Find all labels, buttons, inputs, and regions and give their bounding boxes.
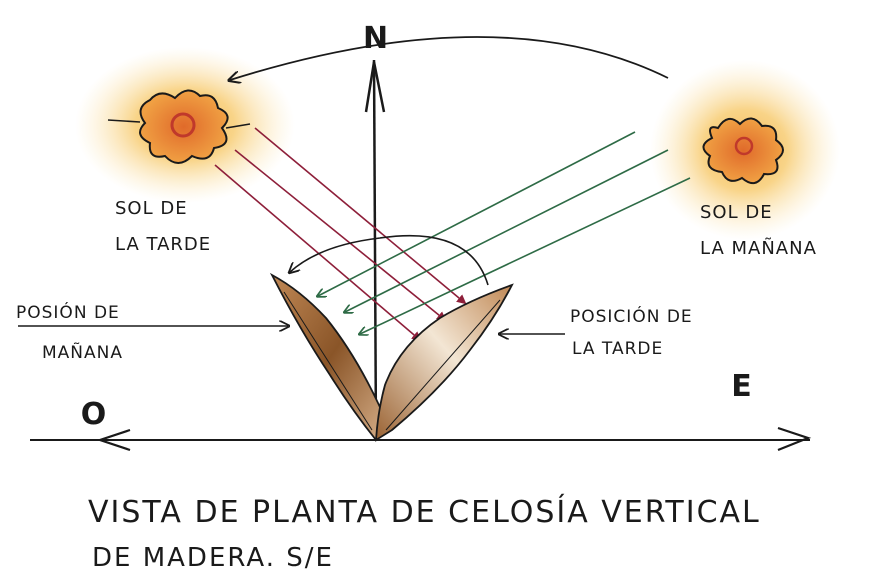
morning-sun-center	[734, 136, 754, 156]
morning-ray	[360, 177, 691, 334]
afternoon-sun-label-line2: LA TARDE	[115, 234, 211, 255]
louver-rotation-arc	[290, 234, 489, 286]
sun-path-arc	[230, 36, 669, 80]
louver-afternoon-grain	[385, 299, 501, 431]
north-axis	[372, 59, 378, 441]
west-arrowhead	[96, 428, 131, 452]
east-label: E	[731, 369, 753, 404]
morning-sun	[650, 60, 840, 240]
afternoon-sun-label-line1: SOL DE	[115, 198, 188, 219]
afternoon-ray	[254, 127, 467, 305]
north-arrowhead	[364, 61, 386, 113]
morning-position-label-line1: POSIÓN DE	[16, 301, 120, 323]
afternoon-sun-body	[139, 89, 229, 164]
louver-morning-grain	[283, 291, 373, 431]
afternoon-rays	[214, 127, 467, 342]
louvers	[269, 272, 514, 442]
north-label: N	[363, 21, 389, 56]
afternoon-ray	[234, 149, 447, 322]
louver-afternoon-position	[374, 283, 514, 442]
morning-sun-label-line1: SOL DE	[700, 202, 773, 223]
morning-position-label-line2: MAÑANA	[42, 341, 123, 363]
afternoon-sun-center	[170, 112, 196, 138]
west-label: O	[81, 397, 108, 432]
afternoon-position-label-line2: LA TARDE	[572, 339, 663, 359]
afternoon-position-label-line1: POSICIÓN DE	[570, 305, 693, 327]
morning-sun-label-line2: LA MAÑANA	[700, 237, 817, 259]
caption-line1: VISTA DE PLANTA DE CELOSÍA VERTICAL	[88, 494, 761, 530]
morning-ray	[318, 131, 636, 296]
morning-rays	[318, 131, 691, 334]
caption-line2: DE MADERA. S/E	[92, 543, 334, 573]
afternoon-sun-rays	[107, 119, 251, 129]
east-arrowhead	[777, 426, 812, 452]
morning-ray	[345, 149, 669, 312]
afternoon-sun	[75, 47, 295, 203]
afternoon-ray	[214, 164, 422, 342]
morning-sun-body	[702, 117, 784, 185]
